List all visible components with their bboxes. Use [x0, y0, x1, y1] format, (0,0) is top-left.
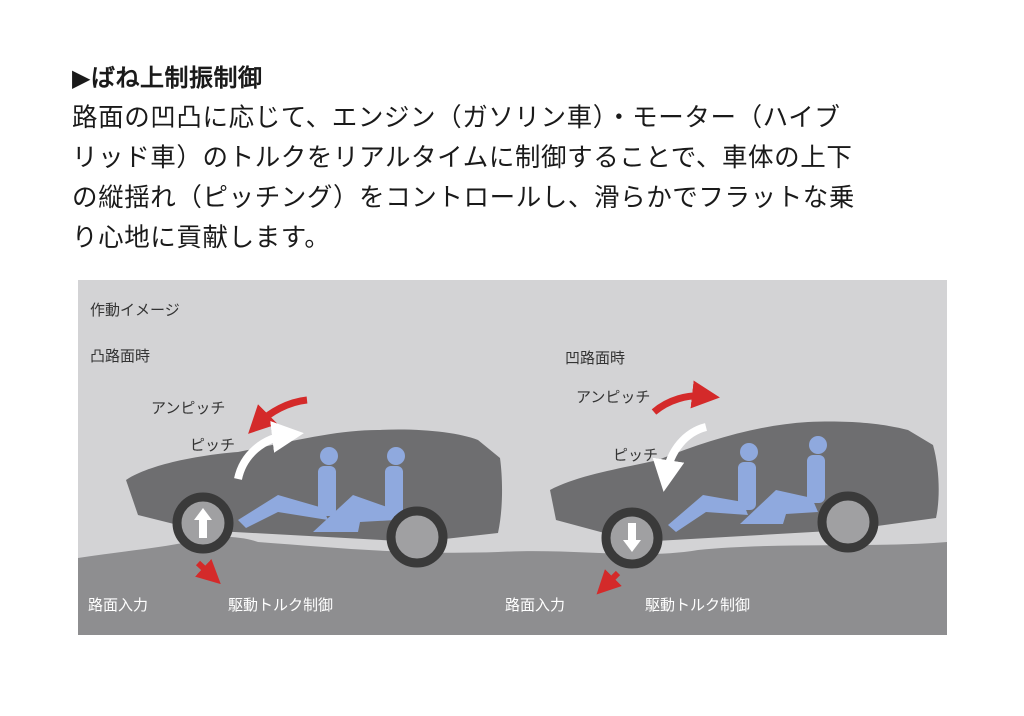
unpitch-arrow-icon [248, 396, 308, 434]
description-line: 路面の凹凸に応じて、エンジン（ガソリン車）・モーター（ハイブ [72, 103, 841, 133]
torque-control-label: 駆動トルク制御 [228, 596, 333, 614]
diagram-caption: 作動イメージ [90, 301, 180, 319]
pitch-arrow-icon [652, 423, 708, 492]
torque-control-label: 駆動トルク制御 [645, 596, 750, 614]
section-heading: ▶ばね上制振制御 [72, 64, 263, 92]
car-bump-scenario [126, 396, 503, 585]
description-line: の縦揺れ（ピッチング）をコントロールし、滑らかでフラットな乗 [72, 183, 856, 213]
bump-title: 凸路面時 [90, 347, 150, 365]
unpitch-label: アンピッチ [151, 399, 225, 417]
occupant-icon [238, 447, 405, 532]
unpitch-label: アンピッチ [576, 388, 650, 406]
up-arrow-icon [194, 508, 212, 538]
description-line: リッド車）のトルクをリアルタイムに制御することで、車体の上下 [72, 143, 853, 173]
occupant-icon [668, 436, 827, 532]
road-input-label: 路面入力 [505, 596, 565, 614]
road-surface [78, 536, 947, 635]
operation-diagram: 作動イメージ 凸路面時 アンピッチ ピッチ 路面入力 駆動トルク制御 凹路面時 … [78, 280, 947, 635]
description-line: り心地に貢献します。 [72, 223, 331, 253]
pitch-arrow-icon [234, 421, 304, 481]
down-arrow-icon [623, 523, 641, 552]
rear-wheel [386, 506, 448, 568]
pitch-label: ピッチ [613, 446, 658, 464]
torque-arrow-icon [195, 559, 221, 585]
road-input-label: 路面入力 [88, 596, 148, 614]
description: 路面の凹凸に応じて、エンジン（ガソリン車）・モーター（ハイブ リッド車）のトルク… [72, 98, 855, 258]
rear-wheel [817, 491, 879, 553]
torque-arrow-icon [596, 569, 622, 595]
dip-title: 凹路面時 [565, 349, 625, 367]
pitch-label: ピッチ [190, 436, 235, 454]
car-dip-scenario [550, 380, 939, 595]
unpitch-arrow-icon [651, 380, 720, 415]
